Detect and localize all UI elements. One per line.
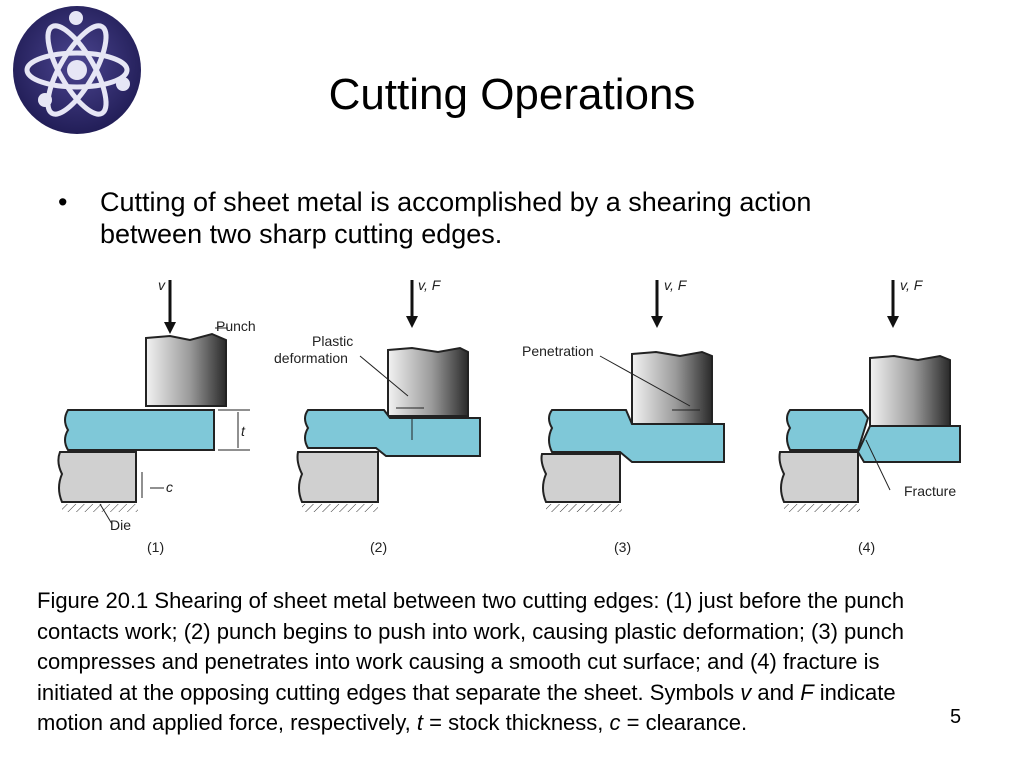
plastic-label: Plastic <box>312 333 353 349</box>
panel-4: v, F Fracture (4) <box>778 277 961 555</box>
figure-caption: Figure 20.1 Shearing of sheet metal betw… <box>37 586 917 739</box>
panel-2: v, F Plastic deformation (2) <box>274 277 481 555</box>
panel-2-motion-label: v, F <box>418 277 442 293</box>
thickness-label: t <box>241 423 246 439</box>
die-label: Die <box>110 517 131 533</box>
caption-symbol-t: t <box>416 710 424 735</box>
panel-1-number: (1) <box>147 539 164 555</box>
panel-3: v, F Penetration (3) <box>522 277 725 555</box>
slide-title: Cutting Operations <box>328 70 696 119</box>
caption-text-and: and <box>751 679 801 705</box>
punch-label: Punch <box>216 318 256 334</box>
panel-2-number: (2) <box>370 539 387 555</box>
caption-symbol-f: F <box>800 679 814 705</box>
caption-symbol-v: v <box>740 679 752 705</box>
caption-text: Figure 20.1 Shearing of sheet metal betw… <box>37 588 905 705</box>
caption-text-3: = stock thickness, <box>423 710 610 735</box>
bullet-marker: • <box>58 187 68 217</box>
caption-symbol-c: c <box>609 710 621 735</box>
caption-text-4: = clearance. <box>620 710 748 735</box>
panel-4-motion-label: v, F <box>900 277 924 293</box>
panel-3-motion-label: v, F <box>664 277 688 293</box>
clearance-label: c <box>166 479 173 495</box>
panel-3-number: (3) <box>614 539 631 555</box>
shearing-figure: v Punch t c Die (1) v, F Plastic deforma… <box>57 277 961 555</box>
deformation-label: deformation <box>274 350 348 366</box>
fracture-label: Fracture <box>904 483 956 499</box>
panel-1: v Punch t c Die (1) <box>57 277 256 555</box>
atom-logo-icon <box>13 6 141 134</box>
caption-text-2: indicate motion and applied force, respe… <box>37 679 896 736</box>
bullet-text: Cutting of sheet metal is accomplished b… <box>100 187 812 249</box>
page-number: 5 <box>950 706 962 728</box>
panel-4-number: (4) <box>858 539 875 555</box>
panel-1-motion-label: v <box>158 277 166 293</box>
penetration-label: Penetration <box>522 343 594 359</box>
